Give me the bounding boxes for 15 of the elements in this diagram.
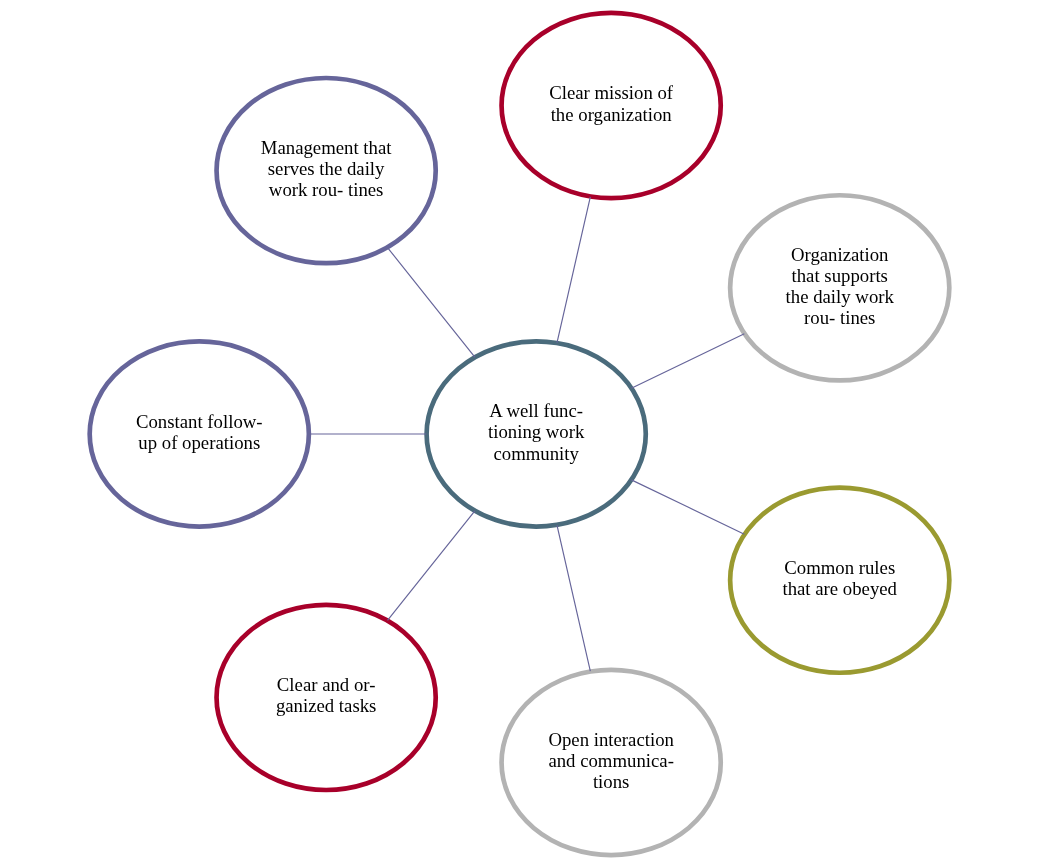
node-ellipse: Organization that supports the daily work rou- tines bbox=[727, 192, 952, 383]
connector bbox=[556, 524, 591, 672]
node-ellipse: Open interaction and communica- tions bbox=[499, 667, 724, 858]
connector bbox=[308, 433, 427, 435]
node-ellipse: Constant follow- up of operations bbox=[87, 339, 312, 529]
connector bbox=[386, 510, 476, 621]
node-ellipse: Clear and or- ganized tasks bbox=[214, 602, 439, 793]
connector bbox=[556, 196, 591, 344]
node-ellipse: Common rules that are obeyed bbox=[727, 485, 952, 676]
node-ellipse: Clear mission of the organization bbox=[499, 10, 724, 201]
node-ellipse: Management that serves the daily work rou- tines bbox=[214, 75, 439, 266]
connector bbox=[630, 333, 745, 389]
connector bbox=[630, 479, 745, 535]
connector bbox=[386, 247, 476, 358]
node-ellipse: A well func- tioning work community bbox=[424, 339, 649, 529]
